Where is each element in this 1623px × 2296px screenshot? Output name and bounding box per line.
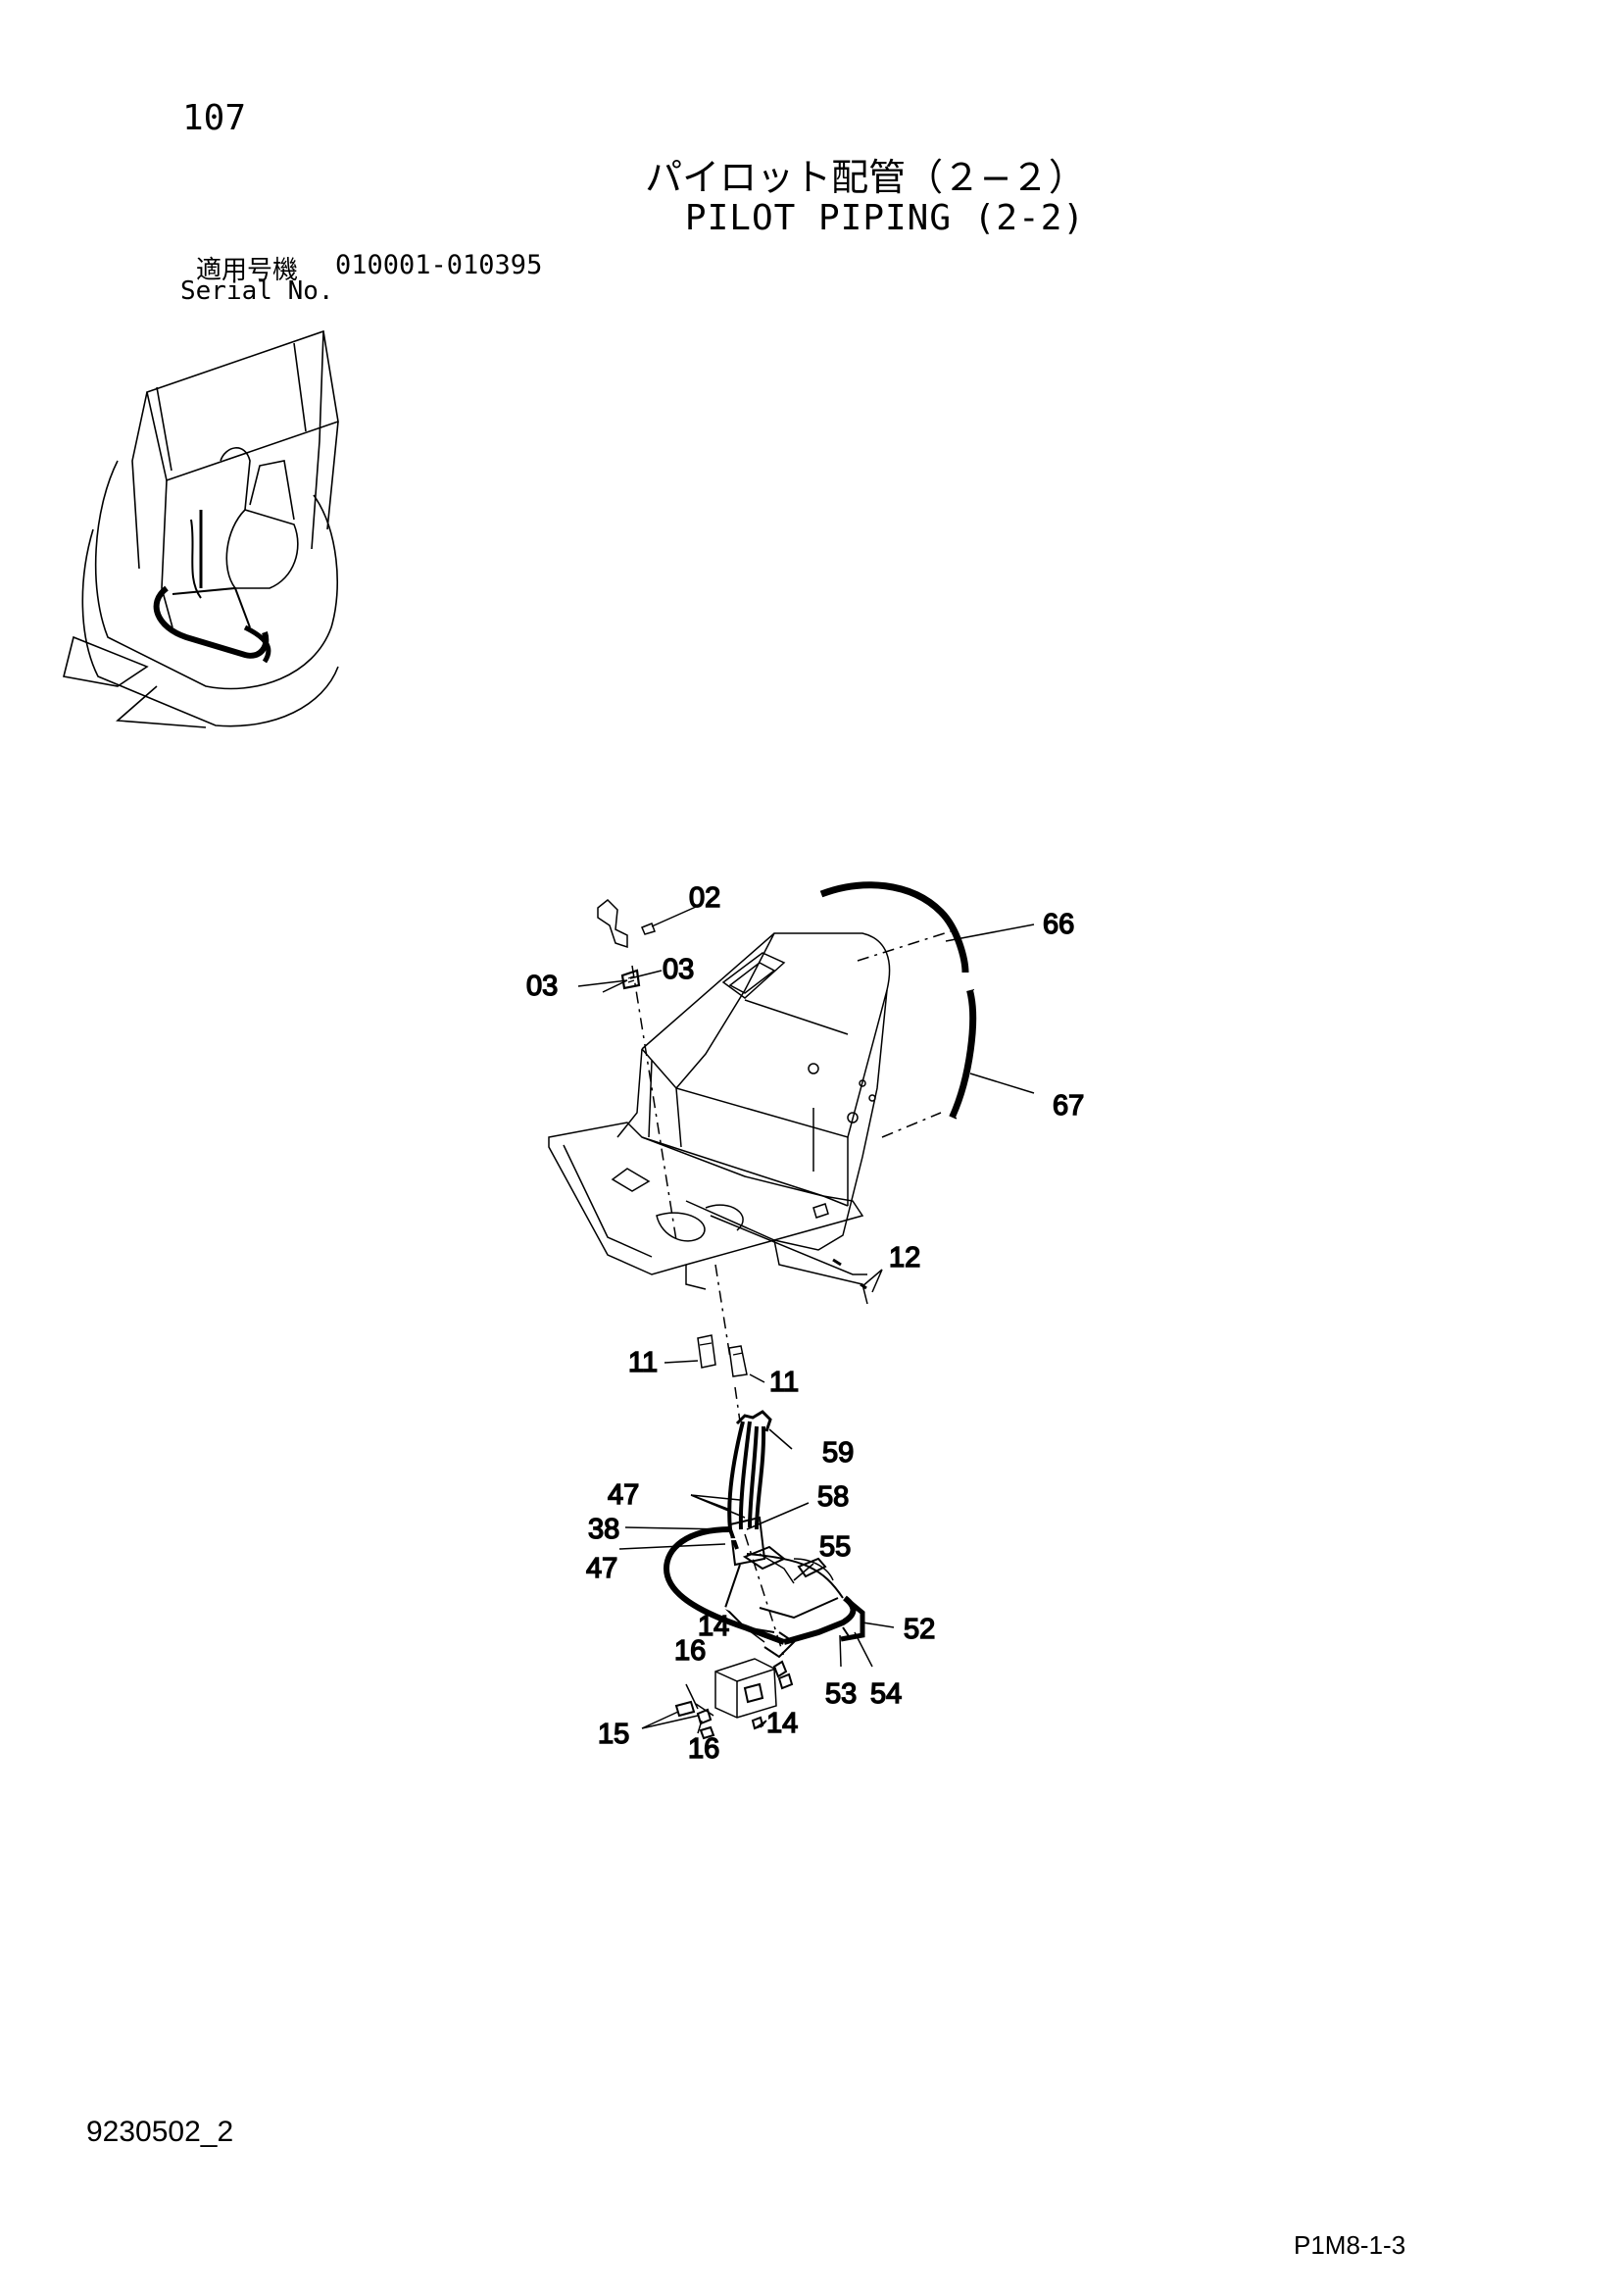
callout-label: 47 [608,1479,639,1511]
callout-label: 58 [817,1481,849,1513]
clip-part [697,1334,716,1369]
callout-label: 11 [769,1367,799,1398]
callout-label: 16 [674,1635,706,1667]
dashed-leader [857,930,952,962]
callout-label: 02 [689,882,720,914]
callout-label: 66 [1043,909,1074,940]
callout-label: 53 [825,1678,857,1710]
callout-label: 12 [889,1242,920,1273]
rubber-strip-part [949,988,978,1120]
dashed-leader [744,1533,785,1658]
callout-label: 16 [688,1733,719,1765]
leader-lines [577,906,1035,1734]
serial-range: 010001-010395 [335,250,543,280]
callout-label: 03 [663,954,694,985]
clip-part [728,1345,748,1377]
dashed-leader [734,1386,741,1423]
callout-label: 38 [588,1514,619,1545]
page-number: 107 [182,98,247,138]
dashed-leader [714,1264,731,1359]
rubber-strip-part [819,881,969,973]
pilot-hose-assembly [663,1410,865,1659]
callout-label: 11 [628,1347,658,1378]
title-english: PILOT PIPING (2-2) [684,198,1086,238]
page-reference: P1M8-1-3 [1294,2230,1406,2260]
dashed-leader [631,965,677,1241]
callout-label: 55 [819,1531,851,1563]
callout-label: 67 [1053,1090,1084,1122]
floor-plate-assembly [548,932,891,1305]
callout-label: 14 [698,1611,729,1642]
serial-label-english: Serial No. [180,276,334,306]
callout-label: 54 [870,1678,902,1710]
callout-label: 52 [904,1614,935,1645]
callout-label: 03 [526,971,558,1002]
callout-label: 59 [822,1437,854,1469]
title-japanese: パイロット配管（２−２） [645,156,1086,199]
serial-label-japanese: 適用号機 [196,256,299,285]
callout-label: 15 [598,1719,629,1750]
document-code: 9230502_2 [86,2116,234,2148]
fitting-bracket-group [674,1658,794,1740]
callout-label: 14 [766,1708,798,1739]
dashed-leader [881,1112,942,1138]
callout-label: 47 [586,1553,617,1584]
lever-bracket-part [597,898,628,949]
